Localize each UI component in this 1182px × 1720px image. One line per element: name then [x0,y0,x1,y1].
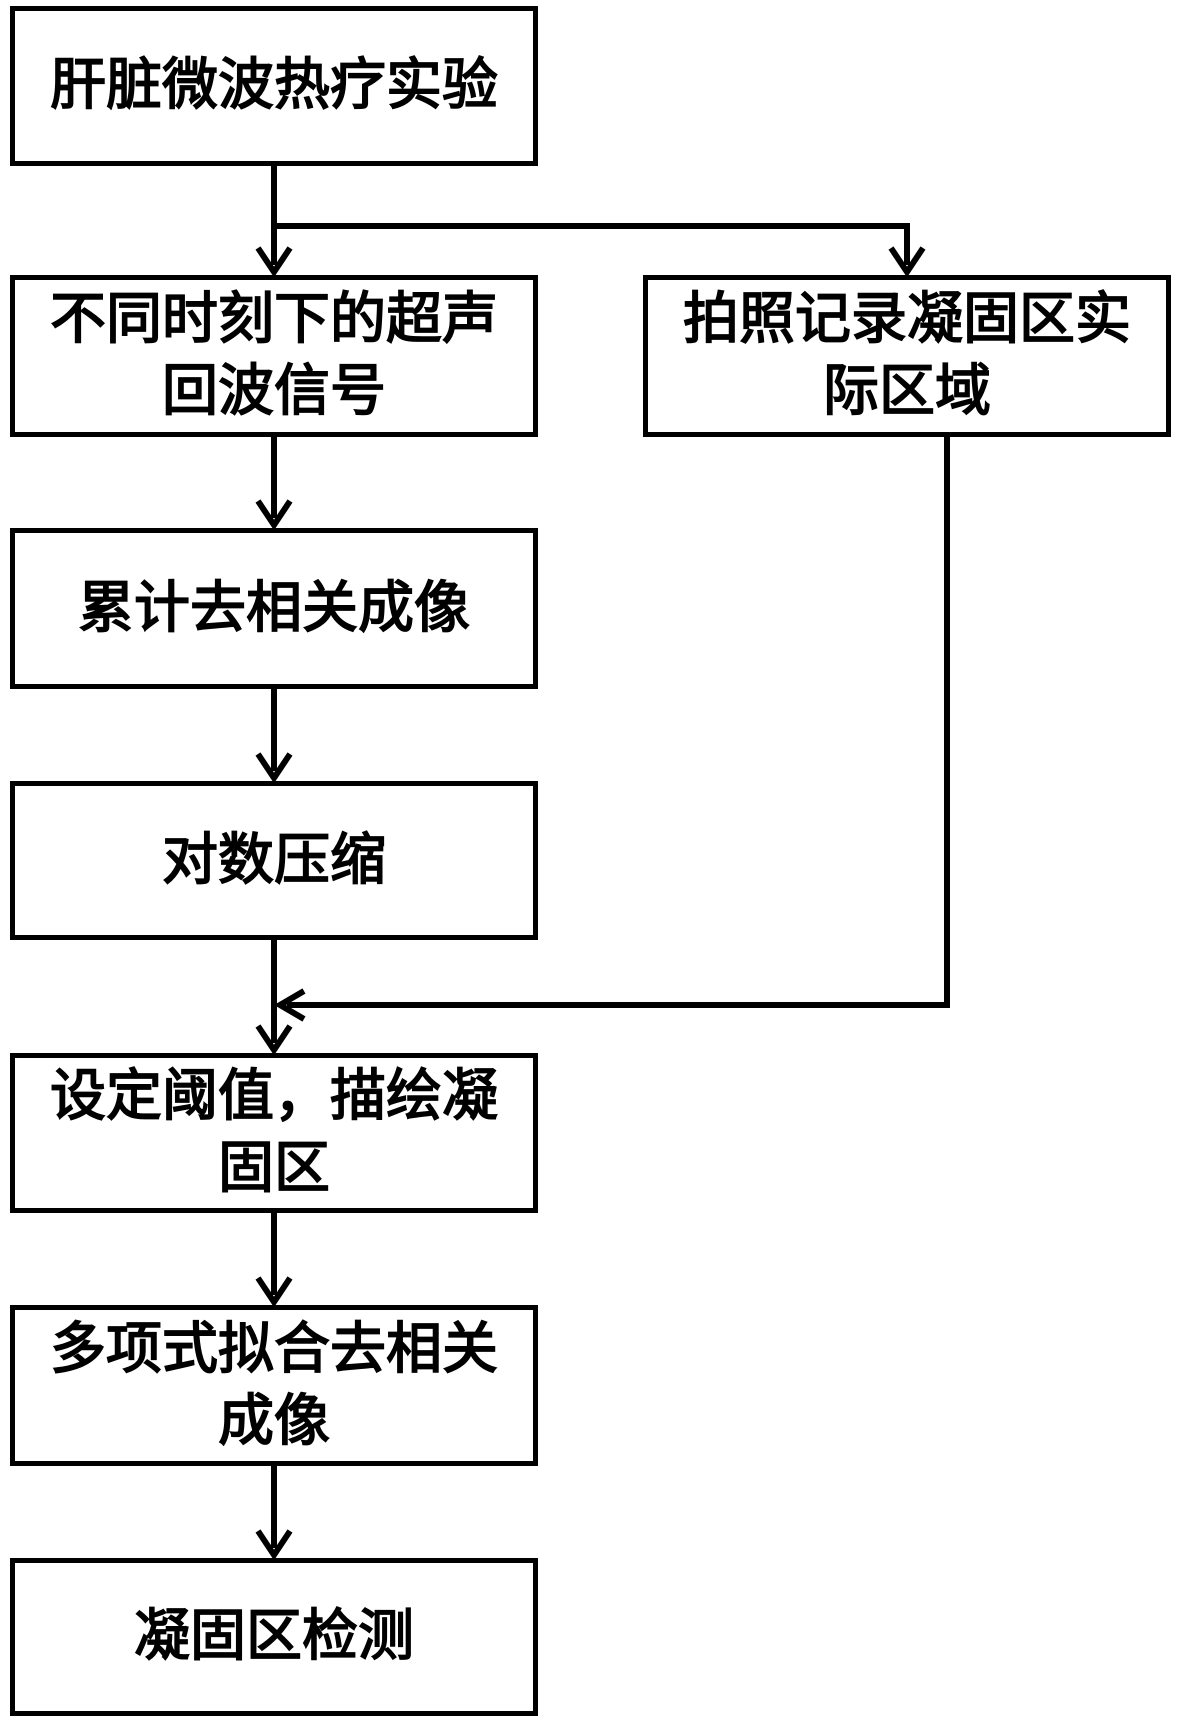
node-label: 对数压缩 [162,825,386,897]
node-set-threshold: 设定阈值，描绘凝固区 [10,1053,538,1213]
node-label: 不同时刻下的超声回波信号 [33,284,515,428]
node-label: 多项式拟合去相关成像 [33,1314,515,1458]
node-label: 凝固区检测 [134,1601,414,1673]
node-label: 拍照记录凝固区实际区域 [666,284,1148,428]
node-photo-record-region: 拍照记录凝固区实际区域 [643,275,1171,437]
edge-n1-n3 [274,226,907,262]
node-label: 设定阈值，描绘凝固区 [33,1061,515,1205]
node-coagulation-detection: 凝固区检测 [10,1558,538,1716]
node-cumulative-decorrelation: 累计去相关成像 [10,528,538,689]
node-polynomial-fit: 多项式拟合去相关成像 [10,1305,538,1466]
node-log-compression: 对数压缩 [10,781,538,940]
node-liver-microwave-experiment: 肝脏微波热疗实验 [10,6,538,166]
node-ultrasound-echo-signals: 不同时刻下的超声回波信号 [10,275,538,437]
node-label: 累计去相关成像 [78,573,470,645]
node-label: 肝脏微波热疗实验 [50,50,498,122]
